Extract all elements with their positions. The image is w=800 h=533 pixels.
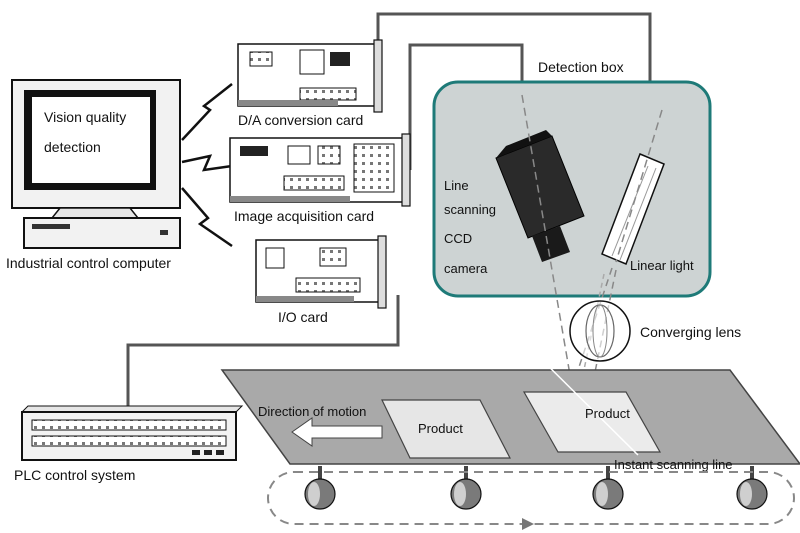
plc-control-system: PLC control system <box>14 405 244 483</box>
camera-lens-barrel <box>532 226 570 262</box>
da-card-chip <box>249 51 273 67</box>
ccd-camera <box>495 130 585 262</box>
conveyor-belt <box>220 369 800 465</box>
camera-label-line2: scanning <box>444 202 496 217</box>
image-card-pins <box>283 175 345 191</box>
linear-light <box>601 153 665 265</box>
da-card-bracket <box>373 39 383 113</box>
screen-text-line1: Vision quality <box>44 109 126 125</box>
computer-base <box>23 217 181 249</box>
direction-arrow <box>291 417 383 447</box>
detection-box: Detection box Line scanning CCD camera L… <box>432 59 712 298</box>
beam-center <box>575 273 605 409</box>
da-card-chip <box>299 49 325 75</box>
bolt-io <box>181 187 233 248</box>
da-card-label: D/A conversion card <box>238 112 363 128</box>
link-bolts <box>181 83 233 248</box>
computer-label: Industrial control computer <box>6 255 171 271</box>
scan-line-label: Instant scanning line <box>614 457 733 472</box>
da-card-pins <box>299 87 357 101</box>
direction-label: Direction of motion <box>258 404 366 419</box>
product-right-label: Product <box>585 406 630 421</box>
instant-scanning-line <box>521 339 639 456</box>
product-left-label: Product <box>418 421 463 436</box>
loop-arrow <box>522 518 534 530</box>
industrial-computer: Vision quality detection Industrial cont… <box>6 79 181 271</box>
image-card-slots <box>353 143 395 193</box>
camera-label-line1: Line <box>444 178 469 193</box>
image-card-chip <box>240 146 268 156</box>
io-card: I/O card <box>255 235 387 325</box>
bolt-image <box>181 154 233 172</box>
light-tube-line <box>611 165 649 257</box>
lens-circle <box>569 300 631 362</box>
camera-view-axis <box>521 94 577 411</box>
plc-indicator <box>192 450 200 455</box>
lens-shape-inner <box>592 304 608 358</box>
image-card-chip <box>287 145 311 165</box>
da-card-chip <box>330 52 350 66</box>
io-card-edge <box>256 296 354 302</box>
da-card-edge <box>238 100 338 106</box>
plc-io-row-bottom <box>31 435 227 447</box>
da-card: D/A conversion card <box>237 39 383 128</box>
light-tube <box>601 153 665 265</box>
plc-indicator <box>216 450 224 455</box>
io-card-label: I/O card <box>278 309 328 325</box>
detection-box-title: Detection box <box>538 59 624 75</box>
wire-io-to-plc <box>126 295 400 412</box>
monitor-screen <box>32 97 150 183</box>
camera-label-line3: CCD <box>444 231 472 246</box>
screen-text-line2: detection <box>44 139 101 155</box>
io-card-chip <box>265 247 285 269</box>
belt-loop <box>267 471 795 525</box>
monitor-stand <box>50 207 140 219</box>
camera-top <box>496 130 552 158</box>
converging-lens <box>569 300 631 362</box>
lens-label: Converging lens <box>640 324 741 340</box>
light-label: Linear light <box>630 258 694 273</box>
power-light <box>160 230 168 235</box>
plc-indicator <box>204 450 212 455</box>
roller <box>304 466 336 510</box>
product-left <box>381 399 511 459</box>
disk-slot <box>32 224 70 229</box>
image-card-bracket <box>401 133 411 207</box>
plc-label: PLC control system <box>14 467 135 483</box>
image-card-chip <box>317 145 341 165</box>
conveyor: Direction of motion Product Product Inst… <box>220 339 800 530</box>
light-axis <box>615 109 663 263</box>
product-right <box>522 391 662 453</box>
light-tube-line <box>619 167 657 261</box>
plc-io-row-top <box>31 419 227 431</box>
image-card-label: Image acquisition card <box>234 208 374 224</box>
io-card-bracket <box>377 235 387 309</box>
io-card-pins <box>295 277 361 293</box>
io-card-chip <box>319 247 347 267</box>
bolt-da <box>181 83 233 141</box>
image-acquisition-card: Image acquisition card <box>229 133 411 224</box>
image-card-edge <box>230 196 350 202</box>
camera-label-line4: camera <box>444 261 488 276</box>
roller <box>592 466 624 510</box>
